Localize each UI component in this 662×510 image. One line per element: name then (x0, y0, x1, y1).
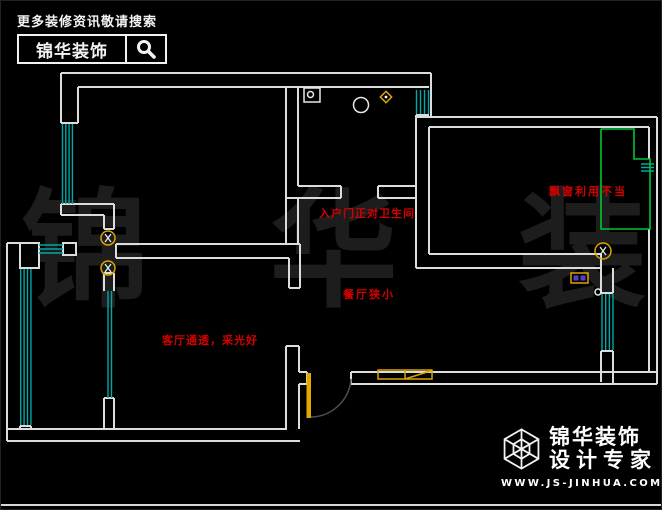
balcony-sliding-door (107, 291, 113, 398)
door-swing-arc (310, 378, 352, 418)
search-button[interactable] (125, 36, 165, 62)
door-leaf (306, 373, 311, 418)
bathroom-fixtures (303, 87, 602, 296)
wall-post (62, 242, 77, 256)
bay-window (600, 128, 651, 230)
brand-name: 锦华装饰 (36, 41, 108, 62)
shoe-cabinet (377, 369, 433, 380)
annotation-entry-door: 入户门正对卫生间 (319, 207, 415, 220)
switch-symbol (594, 242, 612, 260)
walls (6, 72, 658, 442)
pillar (19, 242, 40, 269)
bottom-border-line (1, 504, 661, 506)
annotation-dining-room: 餐厅狭小 (343, 288, 395, 301)
lamp-symbol (379, 90, 393, 104)
website-link[interactable]: WWW.JS-JINHUA.COM (501, 478, 662, 489)
windows (20, 90, 654, 425)
window-balcony-top (39, 244, 63, 254)
header-branding: 更多装修资讯敬请搜索 锦华装饰 (17, 11, 167, 64)
window-bay-small (641, 163, 654, 172)
switch-symbol (100, 260, 116, 276)
footer-branding: 锦华装饰 设计专家 WWW.JS-JINHUA.COM (501, 424, 662, 489)
watermark-text: 锦 华 装 饰 (21, 176, 661, 326)
window-corridor-top (415, 90, 430, 114)
annotation-living-room: 客厅通透，采光好 (162, 334, 258, 347)
search-box[interactable]: 锦华装饰 (17, 34, 167, 64)
entry-door (306, 373, 352, 418)
header-tagline: 更多装修资讯敬请搜索 (17, 15, 158, 30)
cube-logo-icon (503, 428, 540, 470)
window-balcony-left (20, 269, 32, 425)
footer-slogan: 设计专家 (549, 448, 657, 472)
window-dining-right (601, 294, 614, 350)
plan-symbols (100, 90, 612, 284)
window-bedroom1-left (61, 124, 74, 204)
basin-symbol (352, 96, 370, 114)
annotation-bay-window: 飘窗利用不当 (549, 185, 627, 198)
switch-symbol (100, 230, 116, 246)
toilet-symbol (303, 87, 321, 103)
meter-box-symbol (570, 272, 589, 284)
footer-brand: 锦华装饰 (549, 425, 641, 450)
hinge-symbol (594, 288, 602, 296)
magnifier-icon (137, 40, 156, 59)
